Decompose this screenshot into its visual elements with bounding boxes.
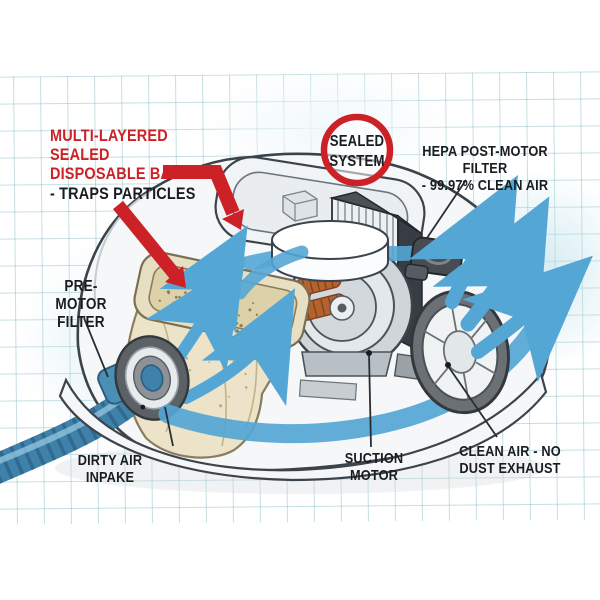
dirty-air-intake-label: DIRTY AIR INPAKE [68,452,152,487]
pre-motor-filter-line1: PRE-MOTOR [55,278,107,314]
dirty-air-intake-line2: INPAKE [85,468,135,486]
dirty-air-intake-line1: DIRTY AIR [77,452,143,469]
pre-motor-filter-line2: FILTER [57,314,105,332]
sealed-system-circle [320,113,394,187]
hepa-filter-line2: - 99.97% CLEAN AIR [421,176,549,194]
sealed-system-line2: SYSTEM [329,152,385,170]
bag-label-line4: - TRAPS PARTICLES [50,183,196,203]
hepa-filter-label: HEPA POST-MOTOR FILTER - 99.97% CLEAN AI… [403,143,567,195]
clean-air-exhaust-line2: DUST EXHAUST [459,459,561,477]
callout-lines [83,179,498,448]
pre-motor-filter-label: PRE-MOTOR FILTER [34,278,128,332]
clean-air-exhaust-label: CLEAN AIR - NO DUST EXHAUST [444,443,576,478]
bag-label-line3: DISPOSABLE BAG [50,164,183,184]
clean-air-exhaust-line1: CLEAN AIR - NO [459,443,561,460]
suction-motor-label: SUCTION MOTOR [333,450,415,485]
lid-cube [282,190,318,222]
bag-label: MULTI-LAYERED SEALED DISPOSABLE BAG - TR… [50,126,221,203]
bag-label-line1: MULTI-LAYERED [50,126,168,145]
exhaust-airflow-arrows [408,175,593,383]
suction-motor-line1: SUCTION [344,450,404,467]
bag-label-line2: SEALED [50,145,110,165]
sealed-system-label: SEALED SYSTEM [315,132,399,172]
sealed-system-line1: SEALED [329,133,385,150]
base-skid [58,371,548,482]
intake-port [114,335,190,421]
hepa-filter-line1: HEPA POST-MOTOR FILTER [422,143,548,177]
red-arrows [112,165,244,288]
suction-motor-line2: MOTOR [349,466,399,484]
